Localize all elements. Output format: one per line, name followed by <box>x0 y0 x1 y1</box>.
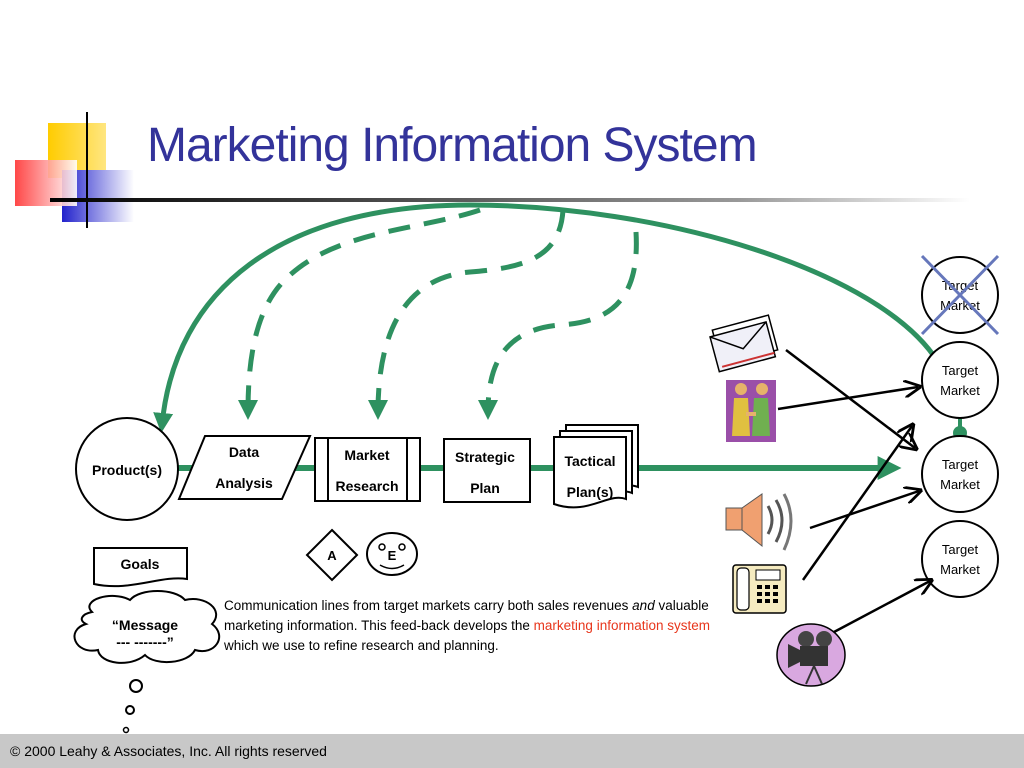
target-market-3-line1: Target <box>942 457 979 472</box>
target-market-2-line1: Target <box>942 363 979 378</box>
decision-diamond[interactable]: A <box>305 528 359 582</box>
telephone-icon <box>732 564 787 614</box>
data-analysis-node[interactable]: Data Analysis <box>177 435 312 500</box>
dashed-arrow-to-strategic-plan <box>478 231 639 420</box>
target-market-3[interactable]: Target Market <box>921 435 999 513</box>
market-research-label-line2: Research <box>335 478 398 494</box>
caption-line-1-b: valuable <box>654 598 709 613</box>
footer-bar: © 2000 Leahy & Associates, Inc. All righ… <box>0 734 1024 768</box>
strategic-plan-label-line2: Plan <box>470 480 500 496</box>
envelope-icon <box>709 314 779 373</box>
video-camera-icon <box>776 623 846 687</box>
target-market-4[interactable]: Target Market <box>921 520 999 598</box>
face-oval[interactable]: E <box>366 532 418 576</box>
decorative-logo <box>15 112 134 228</box>
target-market-4-line2: Market <box>940 562 980 577</box>
dashed-arrow-to-market-research <box>368 209 566 420</box>
handshake-icon <box>726 380 776 442</box>
feedback-arc <box>153 202 941 433</box>
caption-emphasis: and <box>632 598 655 613</box>
speaker-icon <box>725 493 793 551</box>
caption-line-3: which we use to refine research and plan… <box>224 638 499 653</box>
caption-line-2: marketing information. This feed-back de… <box>224 616 744 636</box>
strategic-plan-label-line1: Strategic <box>455 449 515 465</box>
caption-text: Communication lines from target markets … <box>224 596 744 656</box>
message-label-line1: “Message <box>112 617 178 633</box>
communication-arrows <box>777 349 930 634</box>
target-market-4-line1: Target <box>942 542 979 557</box>
message-label-line2: --- -------” <box>116 634 174 650</box>
data-analysis-label-line1: Data <box>229 444 260 460</box>
target-market-1-line2: Market <box>940 298 980 313</box>
caption-line-1-a: Communication lines from target markets … <box>224 598 633 613</box>
tactical-plans-node[interactable]: Tactical Plan(s) <box>553 424 639 509</box>
data-analysis-label-line2: Analysis <box>215 475 273 491</box>
goals-node[interactable]: Goals <box>93 547 188 588</box>
products-node[interactable]: Product(s) <box>75 417 179 521</box>
target-market-2-line2: Market <box>940 383 980 398</box>
target-market-1[interactable]: Target Market <box>920 254 1000 336</box>
caption-highlight: marketing information system <box>533 618 710 633</box>
products-label: Product(s) <box>92 462 162 478</box>
market-research-label-line1: Market <box>344 447 389 463</box>
decision-diamond-label: A <box>327 548 337 563</box>
dashed-arrow-to-data-analysis <box>238 207 481 420</box>
caption-line-1: Communication lines from target markets … <box>224 596 744 616</box>
market-research-node[interactable]: Market Research <box>314 437 421 502</box>
slide-title: Marketing Information System <box>147 119 758 172</box>
cross-out-mark <box>920 254 1000 336</box>
copyright-text: © 2000 Leahy & Associates, Inc. All righ… <box>10 743 327 759</box>
target-market-1-line1: Target <box>942 278 979 293</box>
face-oval-label: E <box>388 548 397 563</box>
strategic-plan-node[interactable]: Strategic Plan <box>443 438 531 503</box>
target-market-3-line2: Market <box>940 477 980 492</box>
title-rule <box>50 198 970 202</box>
target-market-2[interactable]: Target Market <box>921 341 999 419</box>
tactical-plans-label-line1: Tactical <box>564 453 615 469</box>
goals-label: Goals <box>121 556 160 572</box>
message-cloud[interactable]: “Message --- -------” <box>73 590 221 734</box>
caption-line-2-a: marketing information. This feed-back de… <box>224 618 534 633</box>
tactical-plans-label-line2: Plan(s) <box>567 484 614 500</box>
